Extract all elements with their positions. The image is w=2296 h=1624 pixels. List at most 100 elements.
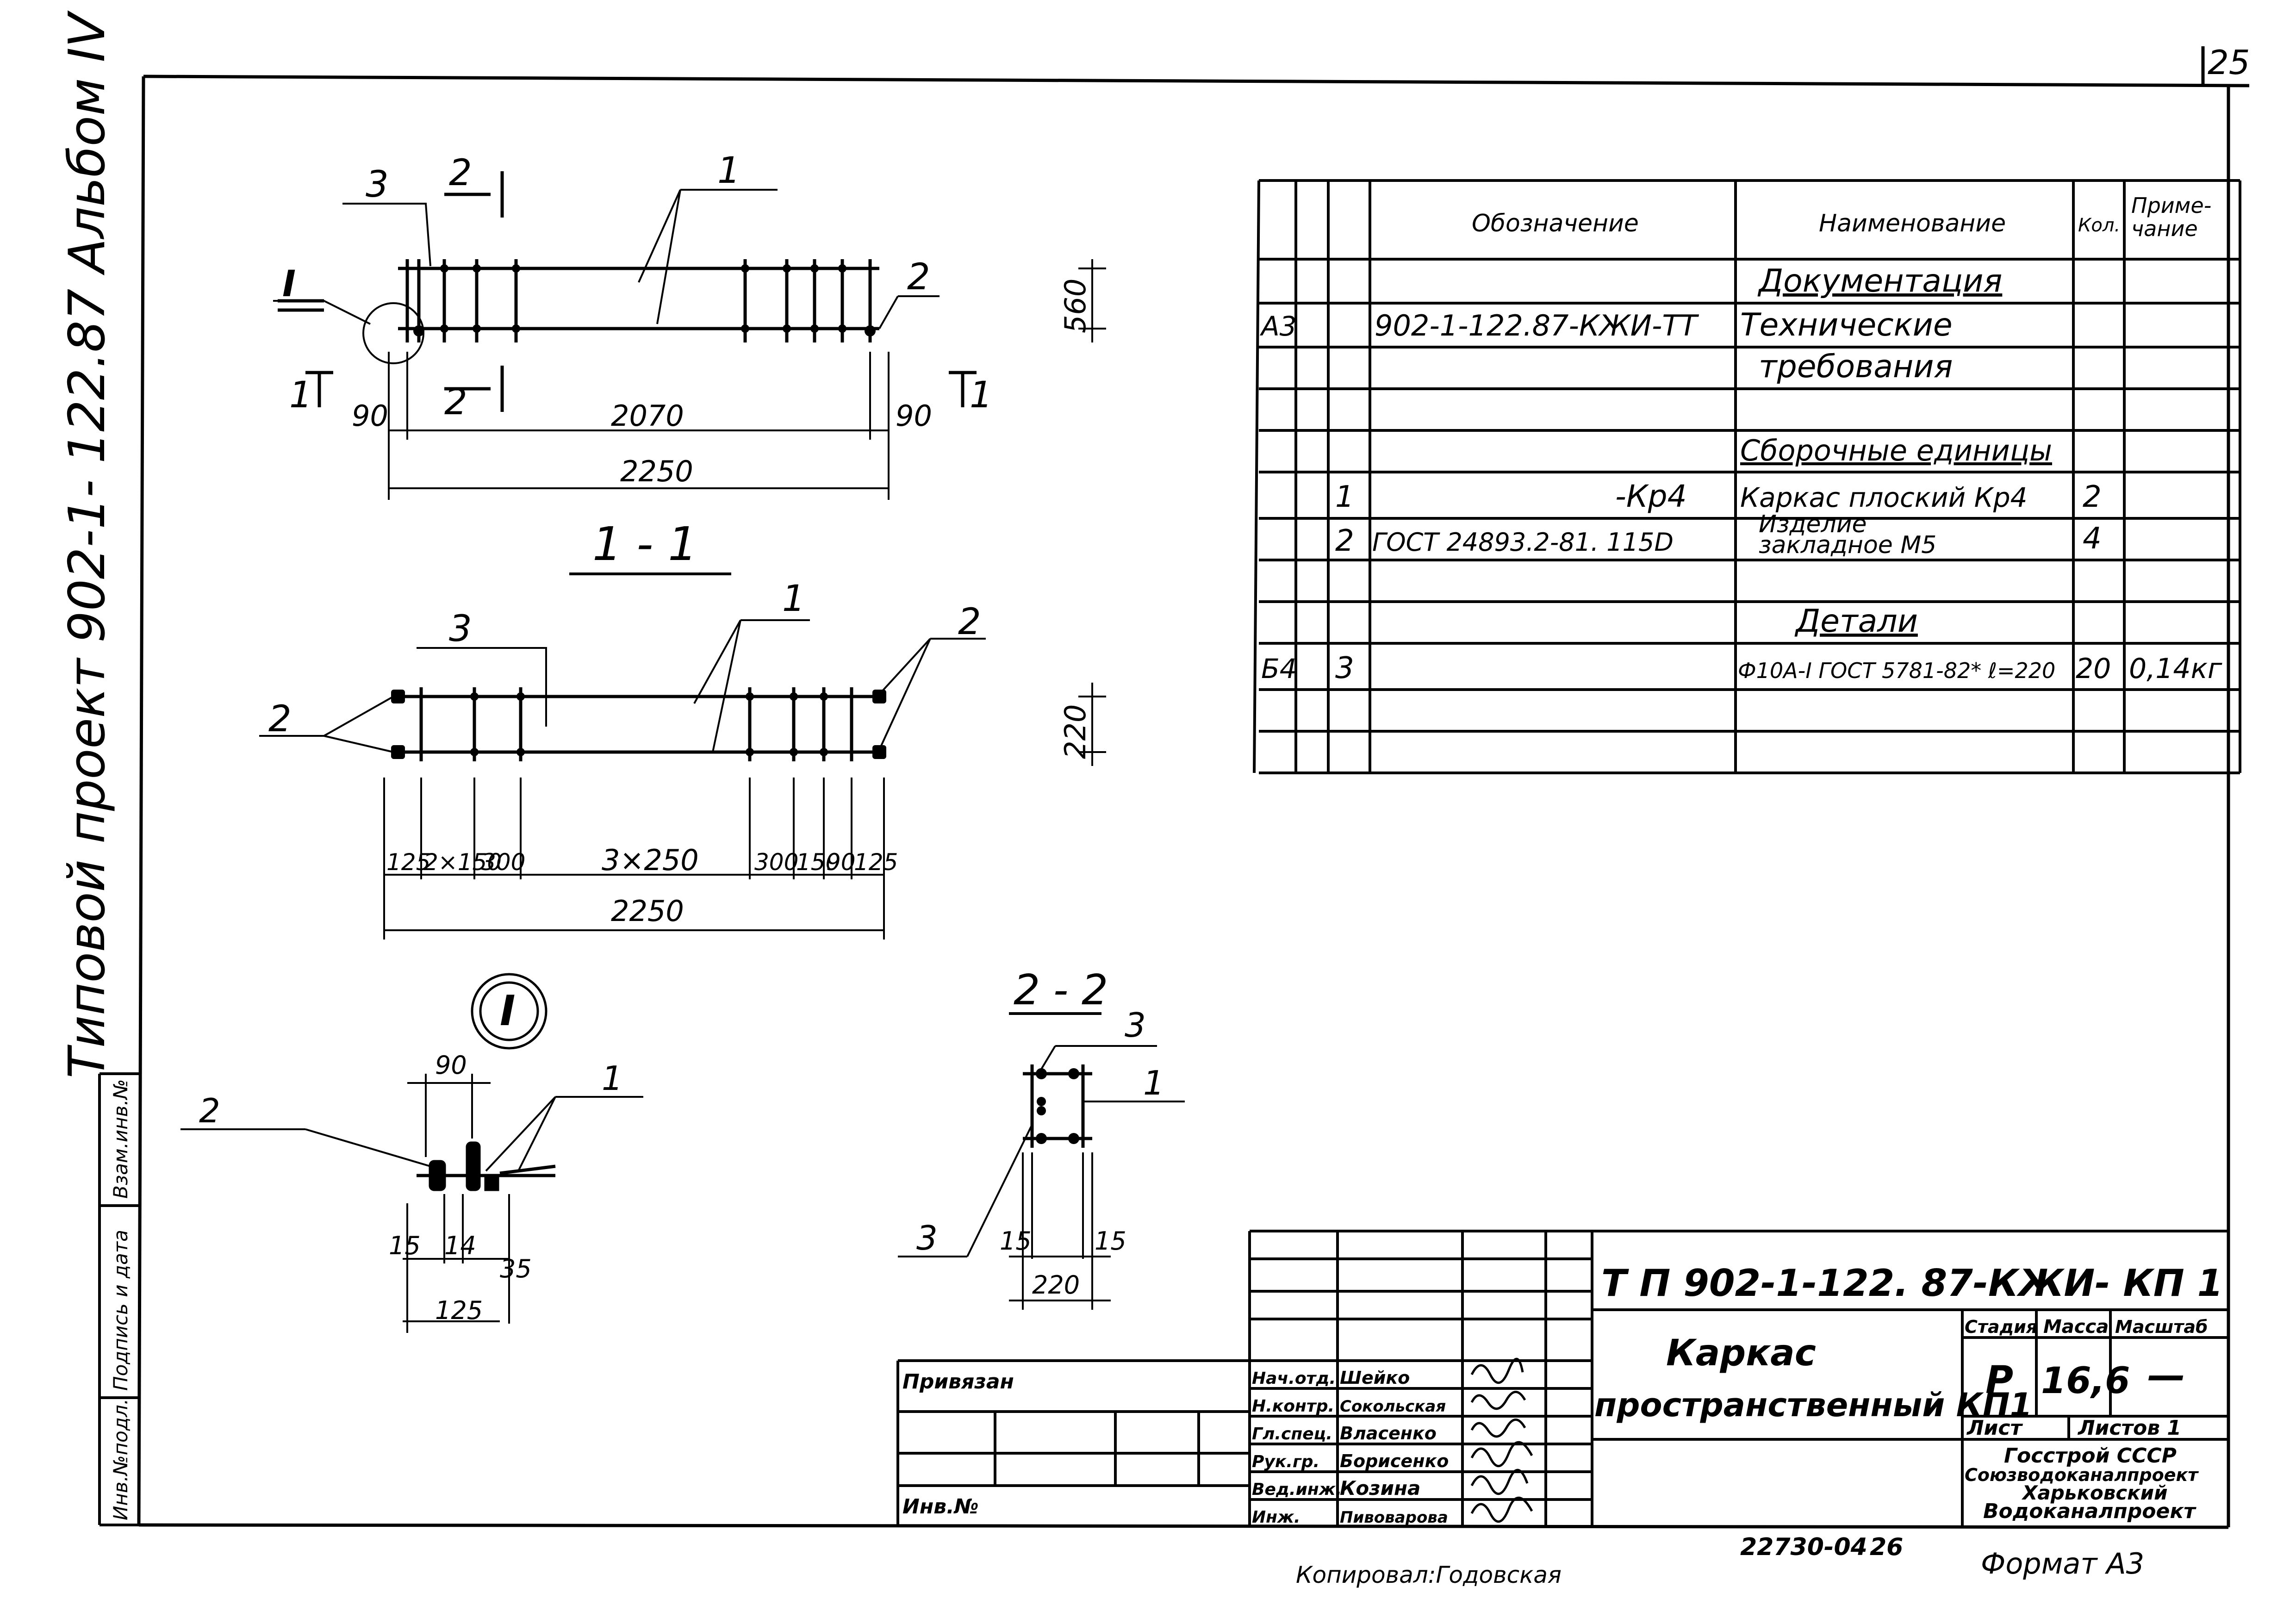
staff-name-6: Пивоварова	[1340, 1508, 1448, 1527]
spec-header-note-2: чание	[2131, 216, 2198, 241]
title-block-sheet-label: Лист	[1966, 1416, 2023, 1440]
spec-header-note-1: Приме-	[2131, 193, 2211, 218]
plan-callout-2-top: 2	[449, 152, 472, 194]
spec-row-rod-pos: 3	[1335, 651, 1354, 685]
spec-row-pos-1: 1	[1335, 480, 1354, 514]
spec-table-grid	[1253, 179, 2241, 774]
section-1-1-dim-150: 150	[796, 849, 840, 876]
staff-name-2: Сокольская	[1340, 1397, 1446, 1416]
title-block-title-1: Каркас	[1666, 1332, 1816, 1374]
copied-by: Копировал:Годовская	[1296, 1562, 1562, 1588]
title-block-org-3: Харьковский	[2021, 1481, 2168, 1504]
staff-role-3: Гл.спец.	[1252, 1425, 1332, 1444]
detail-I-badge-outer	[471, 973, 548, 1050]
title-block-stage-header: Стадия	[1965, 1317, 2037, 1337]
staff-role-1: Нач.отд.	[1252, 1369, 1336, 1388]
plan-dim-left: 90	[352, 399, 388, 433]
plan-view-leaders	[273, 189, 940, 329]
section-2-2-callout-3-top: 3	[1125, 1006, 1146, 1045]
section-2-2-view	[1023, 1064, 1092, 1148]
section-2-2-title: 2 - 2	[1014, 966, 1108, 1014]
section-1-1-callout-2-left: 2	[268, 698, 292, 740]
title-block-mass-header: Масса	[2043, 1316, 2109, 1338]
section-1-1-dim-3x250: 3×250	[602, 843, 699, 877]
spec-row-kr4-qty: 2	[2083, 480, 2102, 514]
detail-I-dim-15: 15	[389, 1231, 421, 1260]
title-block-inv: Инв.№	[902, 1495, 979, 1518]
spec-row-tt-designation: 902-1-122.87-КЖИ-ТТ	[1375, 309, 1699, 342]
plan-dim-total: 2250	[620, 454, 693, 488]
detail-I-dim-125: 125	[435, 1296, 483, 1325]
spec-row-rod-name: Ф10А-I ГОСТ 5781-82* ℓ=220	[1738, 658, 2055, 683]
title-block-code: Т П 902-1-122. 87-КЖИ- КП 1	[1601, 1262, 2223, 1305]
section-1-1-plates	[391, 690, 886, 759]
spec-row-m5-qty: 4	[2083, 522, 2102, 556]
section-1-1-dim-2x150: 2×150	[423, 849, 502, 876]
section-1-1-title: 1 - 1	[592, 517, 697, 571]
detail-I-leaders	[180, 1074, 643, 1333]
section-1-1-dim-90: 90	[826, 849, 856, 876]
side-stamp-vzam: Взам.инв.№	[109, 1079, 132, 1199]
section-1-1-dim-total: 2250	[611, 894, 684, 928]
spec-header-designation: Обозначение	[1472, 210, 1639, 237]
plan-callout-I: I	[282, 263, 296, 305]
title-block-privyazan: Привязан	[902, 1370, 1014, 1394]
side-stamp-inv: Инв.№подл.	[109, 1399, 132, 1520]
section-1-1-dim-125-left: 125	[386, 849, 430, 876]
side-stamp-sign: Подпись и дата	[109, 1230, 132, 1391]
detail-I-callout-1: 1	[602, 1059, 623, 1098]
title-block-org-4: Водоканалпроект	[1983, 1500, 2196, 1523]
section-2-2-dim-220: 220	[1032, 1270, 1080, 1300]
section-2-2-leaders	[898, 1045, 1185, 1310]
section-1-1-dim-125-right: 125	[854, 849, 898, 876]
spec-row-m5-name-2: закладное М5	[1759, 531, 1936, 559]
spec-row-doc-section: Документация	[1757, 263, 2002, 299]
section-1-1-dimensions	[383, 683, 1106, 940]
spec-header-name: Наименование	[1819, 210, 2006, 237]
title-block-scale-header: Масштаб	[2115, 1317, 2208, 1337]
section-2-2-callout-3-bottom: 3	[916, 1219, 938, 1257]
bottom-code: 22730-04	[1740, 1533, 1867, 1561]
section-1-1-leaders	[259, 619, 986, 753]
spec-row-m5-name: Изделие	[1759, 510, 1867, 538]
plan-section-marks	[278, 171, 977, 412]
side-stamp-column	[98, 1072, 139, 1526]
plan-dim-mid: 2070	[611, 399, 684, 433]
plan-section-1-left: 1	[289, 374, 312, 416]
detail-I-callout-2: 2	[199, 1091, 220, 1130]
plan-callout-3: 3	[366, 164, 389, 205]
detail-I-dim-14: 14	[444, 1231, 476, 1260]
spec-row-kr4-designation: -Кр4	[1615, 479, 1687, 514]
spec-row-assembly-section: Сборочные единицы	[1740, 434, 2052, 467]
staff-role-6: Инж.	[1252, 1508, 1300, 1527]
section-1-1-callout-3: 3	[449, 608, 472, 650]
spec-row-rod-qty: 20	[2076, 653, 2111, 685]
staff-name-5: Козина	[1340, 1477, 1420, 1500]
spec-row-m5-designation: ГОСТ 24893.2-81. 115D	[1372, 528, 1674, 557]
title-block-title-2: пространственный КП1	[1594, 1386, 2032, 1424]
title-block-grid	[896, 1230, 2228, 1527]
side-title: Типовой проект 902-1- 122.87 Альбом IV	[58, 10, 116, 1079]
section-1-1-dim-height: 220	[1058, 704, 1092, 759]
spec-row-tt-format: А3	[1259, 311, 1297, 342]
section-1-1-callout-2-right: 2	[958, 601, 981, 643]
bottom-number: 26	[1870, 1533, 1903, 1561]
detail-I-circle	[362, 302, 424, 364]
detail-I-label: I	[500, 987, 516, 1035]
title-block-scale: —	[2147, 1354, 2185, 1398]
staff-role-5: Вед.инж.	[1252, 1480, 1342, 1499]
section-2-2-callout-1: 1	[1143, 1064, 1164, 1102]
section-1-1-view	[393, 687, 879, 761]
plan-view-welds	[413, 264, 876, 336]
plan-dim-right: 90	[896, 399, 932, 433]
section-2-2-dim-15-right: 15	[1095, 1226, 1126, 1256]
staff-role-2: Н.контр.	[1252, 1397, 1334, 1416]
sheet-frame	[137, 46, 2250, 1529]
spec-row-details-section: Детали	[1794, 603, 1918, 640]
plan-callout-1: 1	[717, 150, 740, 192]
plan-view	[398, 259, 879, 342]
spec-row-kr4-name: Каркас плоский Кр4	[1740, 482, 2028, 513]
title-block-org-2: Союзводоканалпроект	[1965, 1465, 2199, 1485]
title-block-stage: Р	[1985, 1358, 2013, 1402]
